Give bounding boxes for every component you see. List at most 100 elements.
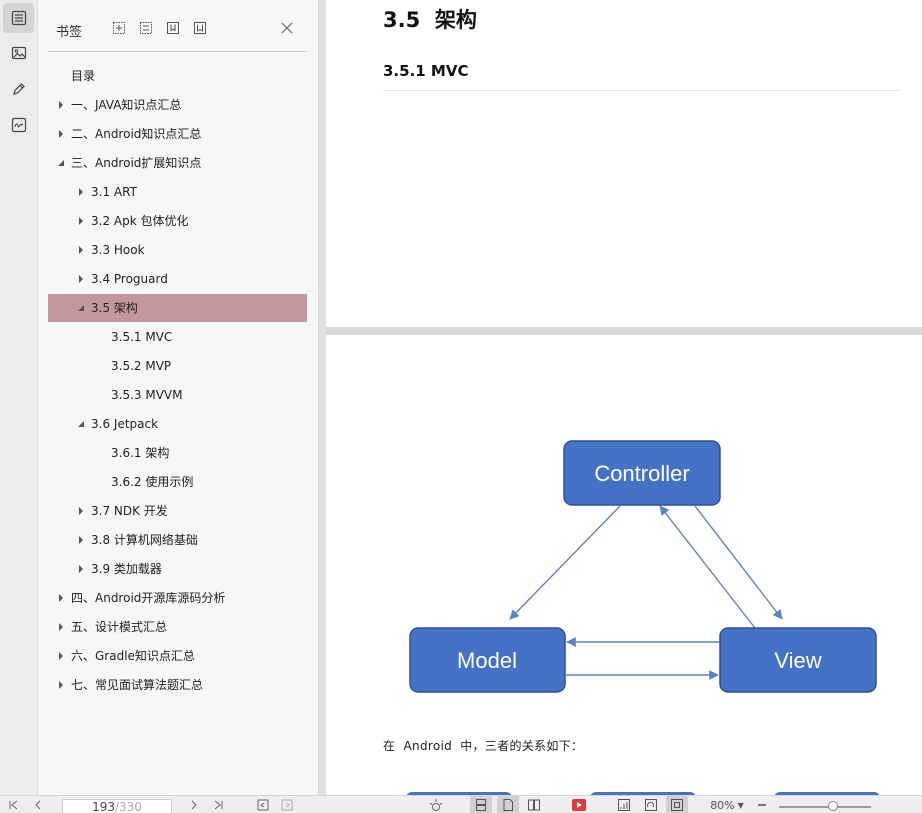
forward-icon: [281, 799, 293, 811]
bookmark-item[interactable]: 3.5.1 MVC: [48, 323, 307, 351]
caret-right-icon[interactable]: [76, 265, 88, 293]
bookmark-label: 目录: [71, 69, 96, 83]
caret-right-icon[interactable]: [56, 120, 68, 148]
bookmark-item[interactable]: 3.8 计算机网络基础: [48, 526, 307, 554]
chevron-right-icon: [191, 800, 197, 810]
bookmark-remove-icon[interactable]: [192, 20, 208, 36]
arrow-view-to-controller: [659, 505, 756, 629]
section-heading: 3.5 架构: [383, 8, 477, 32]
left-tool-rail: [0, 0, 38, 795]
play-button[interactable]: [568, 796, 590, 813]
bookmark-item[interactable]: 五、设计模式汇总: [48, 613, 307, 641]
prev-page-button[interactable]: [28, 796, 48, 813]
caret-right-icon[interactable]: [56, 671, 68, 699]
bookmark-item[interactable]: 3.2 Apk 包体优化: [48, 207, 307, 235]
caret-right-icon[interactable]: [76, 207, 88, 235]
mvc-diagram: Controller Model View: [406, 440, 880, 795]
first-page-button[interactable]: [4, 796, 24, 813]
bookmark-item[interactable]: 六、Gradle知识点汇总: [48, 642, 307, 670]
arrow-controller-to-view: [694, 505, 783, 620]
bookmark-panel-toggle[interactable]: [3, 3, 34, 33]
bookmark-item[interactable]: 3.7 NDK 开发: [48, 497, 307, 525]
next-page-button[interactable]: [184, 796, 204, 813]
view-node: View: [719, 627, 877, 693]
chevron-left-icon: [35, 800, 41, 810]
bookmark-item[interactable]: 3.4 Proguard: [48, 265, 307, 293]
caret-expanded-icon[interactable]: [76, 294, 88, 322]
bookmark-item[interactable]: 3.3 Hook: [48, 236, 307, 264]
forward-button[interactable]: [277, 796, 297, 813]
bookmark-label: 二、Android知识点汇总: [71, 127, 202, 141]
caret-right-icon[interactable]: [56, 91, 68, 119]
model-label: Model: [457, 648, 517, 673]
caret-right-icon[interactable]: [56, 584, 68, 612]
bookmark-label: 三、Android扩展知识点: [71, 156, 202, 170]
bookmark-item[interactable]: 二、Android知识点汇总: [48, 120, 307, 148]
bookmark-add-icon[interactable]: [165, 20, 181, 36]
zoom-level: 80%: [710, 798, 735, 812]
panel-splitter[interactable]: [318, 0, 326, 795]
caret-right-icon[interactable]: [76, 178, 88, 206]
zoom-slider-handle[interactable]: [828, 801, 838, 811]
bookmark-item[interactable]: 一、JAVA知识点汇总: [48, 91, 307, 119]
bookmark-item[interactable]: 3.9 类加载器: [48, 555, 307, 583]
page-view-button[interactable]: [497, 796, 519, 813]
book-icon: [528, 799, 540, 811]
caret-right-icon[interactable]: [56, 642, 68, 670]
bookmark-item[interactable]: 三、Android扩展知识点: [48, 149, 307, 177]
caret-right-icon[interactable]: [76, 497, 88, 525]
bookmark-item[interactable]: 七、常见面试算法题汇总: [48, 671, 307, 699]
document-viewport[interactable]: 3.5 架构 3.5.1 MVC Controller: [326, 0, 922, 795]
bookmark-item[interactable]: 3.5 架构: [48, 294, 307, 322]
fit-page-button[interactable]: [613, 796, 635, 813]
bookmark-label: 3.5 架构: [91, 301, 138, 315]
controller-label: Controller: [594, 461, 689, 486]
caret-right-icon[interactable]: [76, 526, 88, 554]
body-paragraph: 在 Android 中，三者的关系如下：: [383, 739, 584, 753]
heading-rule: [383, 90, 901, 91]
bookmark-item[interactable]: 3.5.3 MVVM: [48, 381, 307, 409]
single-page-view-button[interactable]: [470, 796, 492, 813]
actual-size-button[interactable]: [666, 796, 688, 813]
add-bookmark-icon[interactable]: [111, 20, 127, 36]
bookmark-item[interactable]: 3.6.2 使用示例: [48, 468, 307, 496]
close-icon[interactable]: [278, 19, 296, 37]
caret-right-icon[interactable]: [56, 613, 68, 641]
zoom-slider-track[interactable]: [779, 806, 871, 808]
back-button[interactable]: [253, 796, 273, 813]
zoom-dropdown[interactable]: 80%▼: [706, 796, 748, 813]
bookmark-item[interactable]: 四、Android开源库源码分析: [48, 584, 307, 612]
caret-right-icon[interactable]: [76, 555, 88, 583]
zoom-out-button[interactable]: [754, 796, 770, 813]
caret-right-icon[interactable]: [76, 236, 88, 264]
arrow-controller-to-model: [509, 505, 621, 620]
bookmark-item[interactable]: 3.5.2 MVP: [48, 352, 307, 380]
signature-panel-toggle[interactable]: [3, 110, 34, 140]
current-page: 193: [92, 800, 115, 813]
pen-icon: [12, 83, 25, 95]
bookmark-item[interactable]: 3.1 ART: [48, 178, 307, 206]
bookmark-item[interactable]: 3.6 Jetpack: [48, 410, 307, 438]
book-view-button[interactable]: [523, 796, 545, 813]
bookmark-label: 3.8 计算机网络基础: [91, 533, 198, 547]
bookmark-item[interactable]: 目录: [48, 62, 307, 90]
play-icon: [572, 799, 586, 811]
last-page-icon: [214, 800, 223, 810]
fit-width-button[interactable]: [640, 796, 662, 813]
fit-page-icon: [618, 799, 630, 811]
bookmark-label: 五、设计模式汇总: [71, 620, 168, 634]
bookmark-label: 3.5.3 MVVM: [111, 388, 183, 402]
caret-expanded-icon[interactable]: [56, 149, 68, 177]
page-number-input[interactable]: 193/330: [62, 799, 172, 813]
total-pages: 330: [119, 800, 142, 813]
back-icon: [257, 799, 269, 811]
last-page-button[interactable]: [208, 796, 228, 813]
first-page-icon: [9, 800, 18, 810]
annotation-panel-toggle[interactable]: [3, 74, 34, 104]
caret-expanded-icon[interactable]: [76, 410, 88, 438]
expand-all-icon[interactable]: [138, 20, 154, 36]
day-mode-button[interactable]: [425, 796, 447, 813]
thumbnail-panel-toggle[interactable]: [3, 38, 34, 68]
bookmark-item[interactable]: 3.6.1 架构: [48, 439, 307, 467]
bookmark-panel: 书签 目录一、JAVA知识点汇总二、Android知识点汇总三、Android扩…: [38, 0, 318, 795]
